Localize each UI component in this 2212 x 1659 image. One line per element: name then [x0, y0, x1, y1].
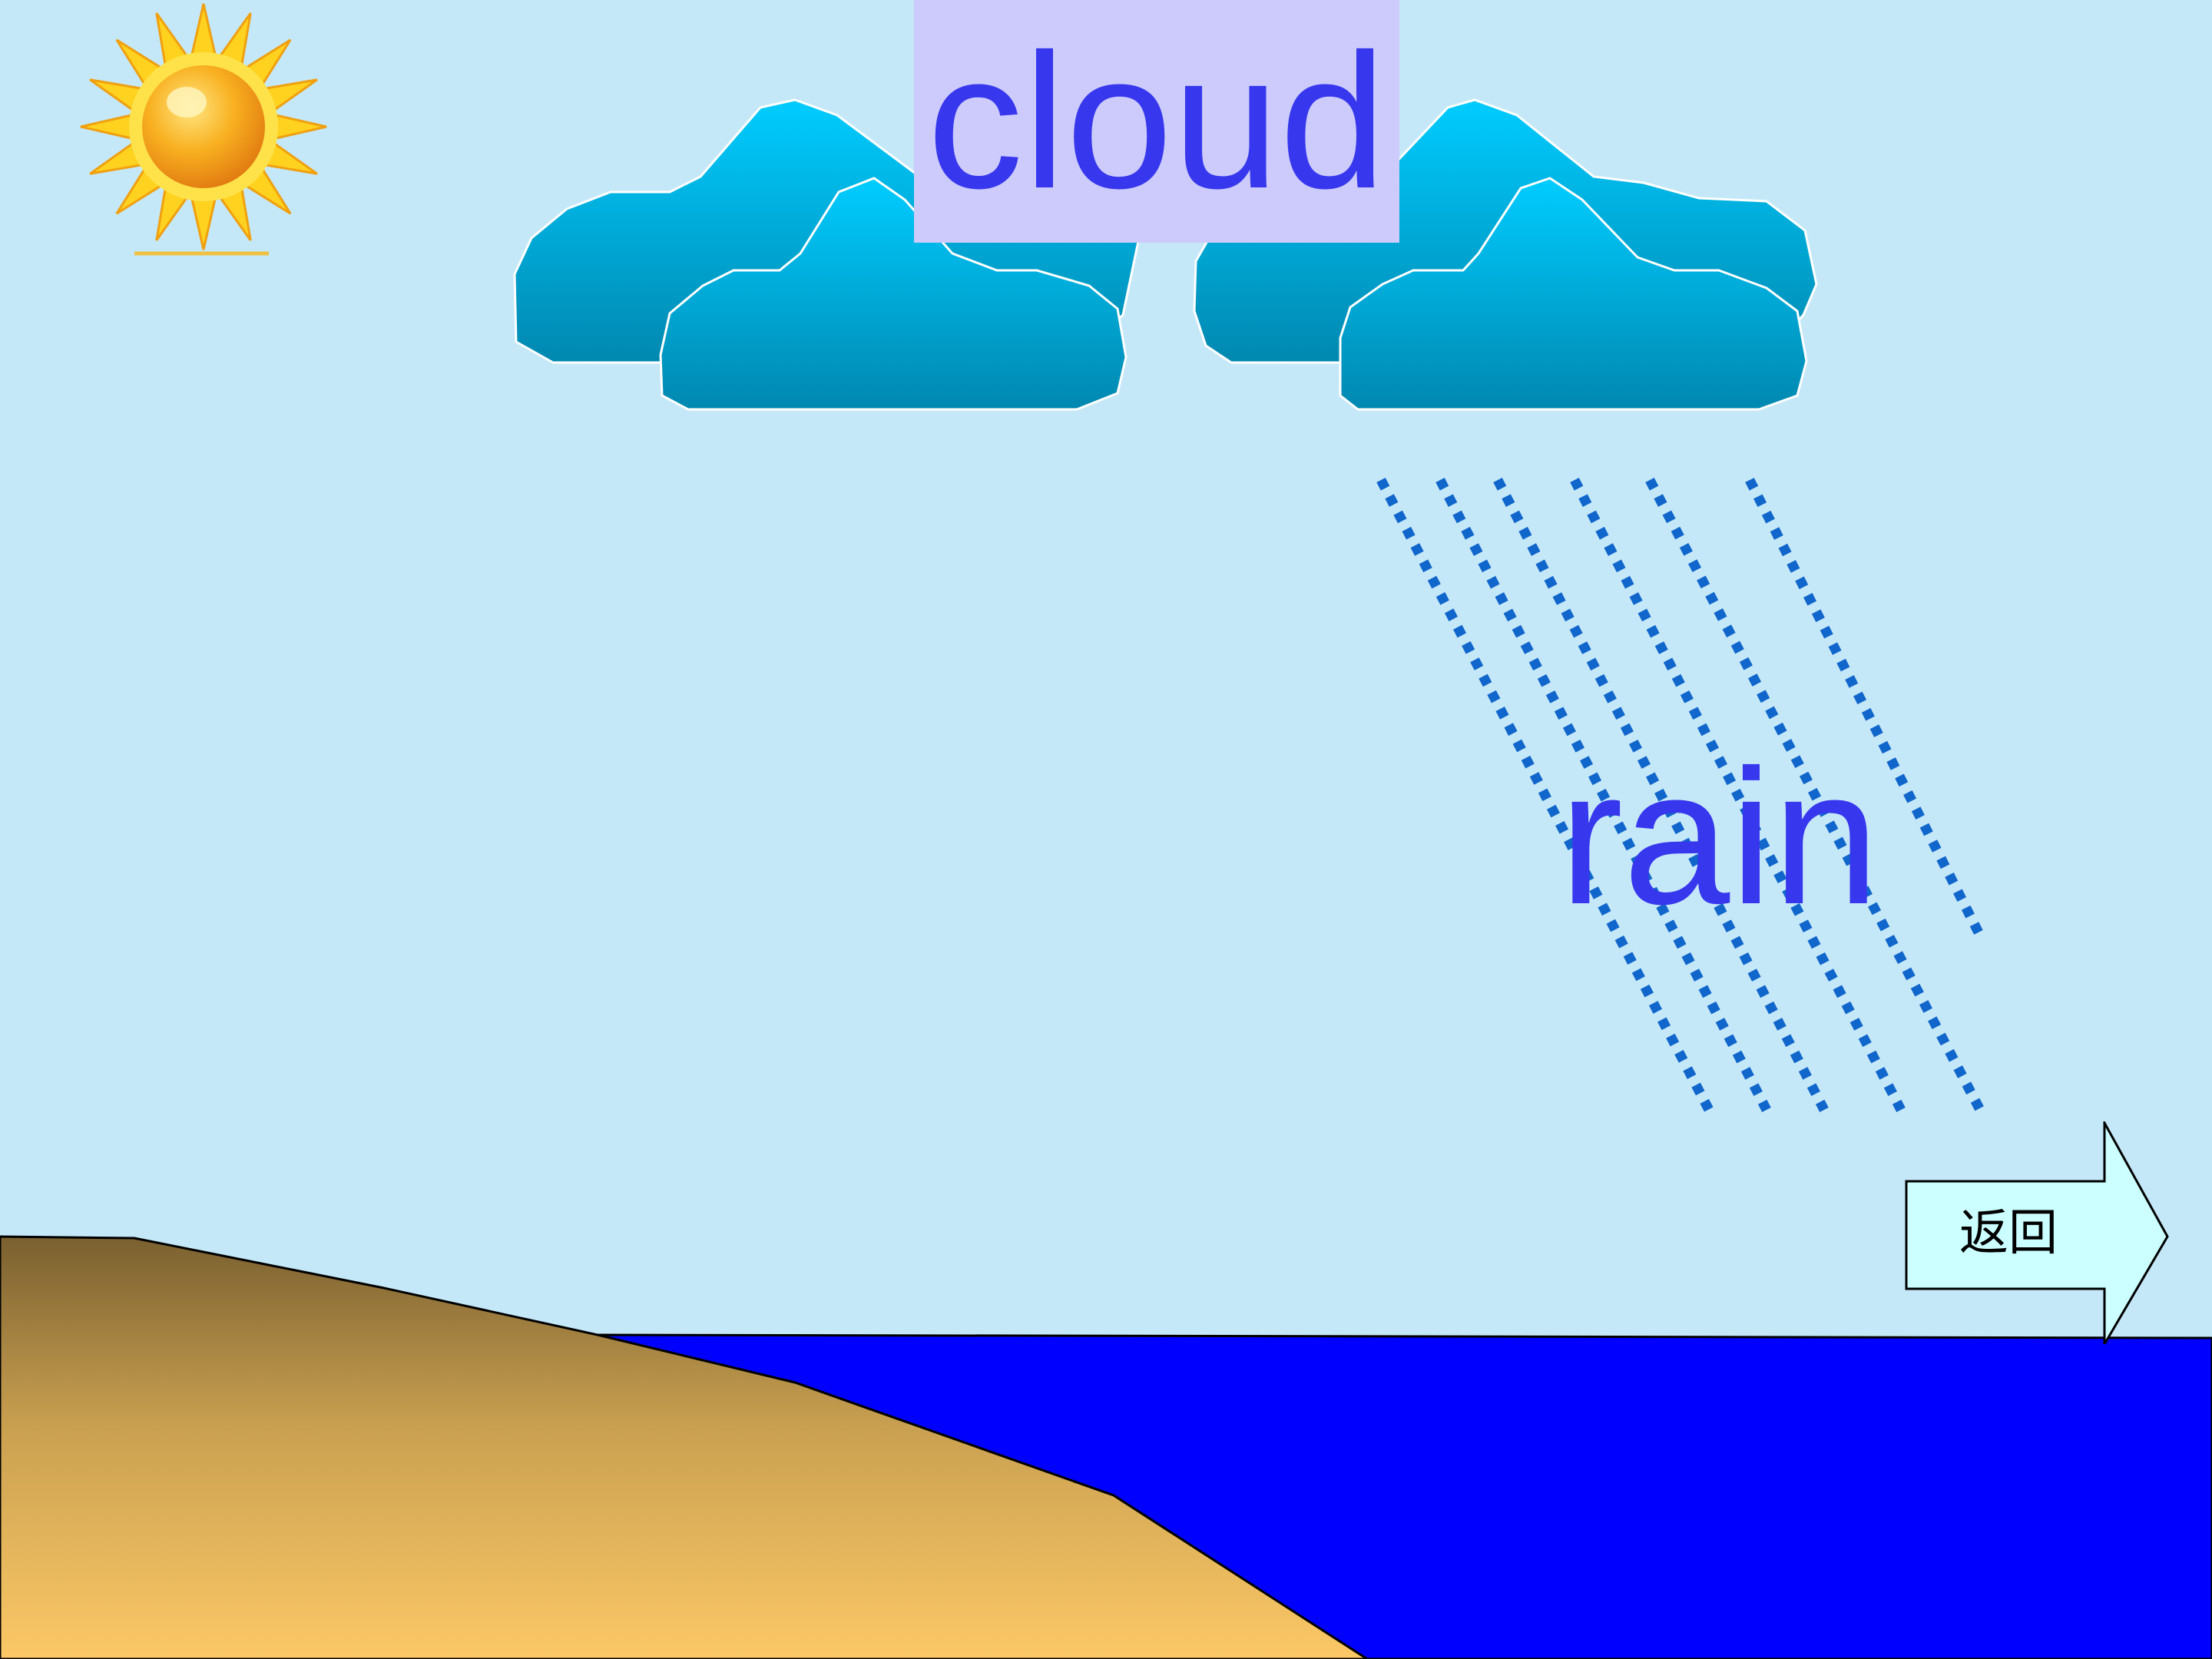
sun-icon — [80, 3, 327, 256]
cloud-right — [1193, 98, 1818, 411]
cloud-left — [513, 98, 1142, 411]
right-arrow-icon — [1905, 1121, 2169, 1344]
back-button[interactable]: 返回 — [1905, 1121, 2171, 1344]
rain-streaks — [1376, 477, 1985, 1113]
land — [0, 1235, 1369, 1659]
rain-label: rain — [1559, 730, 1879, 944]
back-label: 返回 — [1959, 1205, 2058, 1262]
cloud-label: cloud — [914, 0, 1399, 243]
